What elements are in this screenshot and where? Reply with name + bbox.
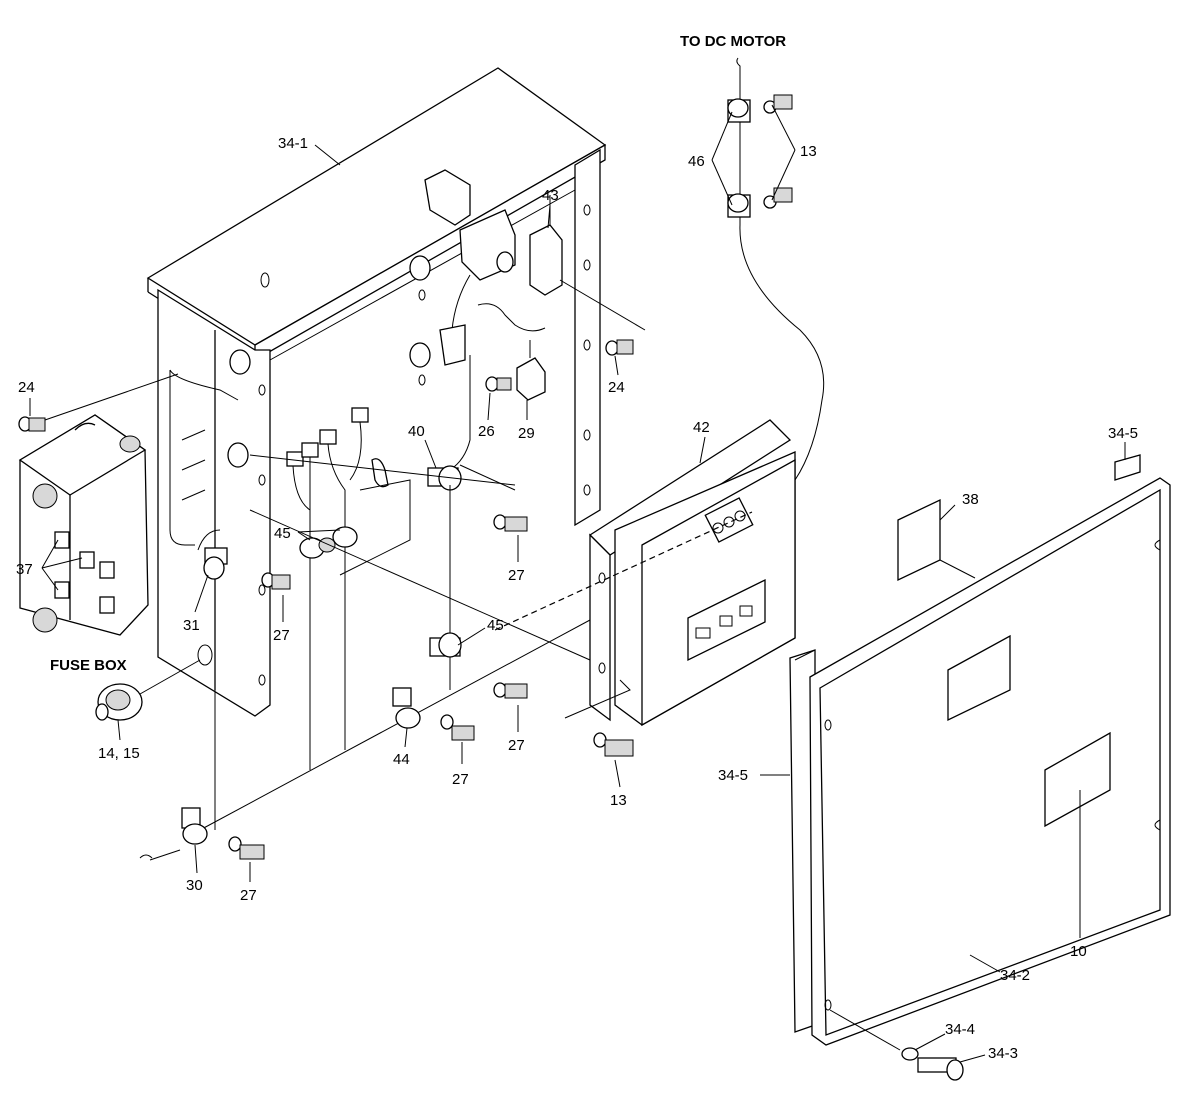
part-45-mid-clamp: [429, 632, 462, 658]
part-31-clamp: [197, 529, 228, 580]
label-27-d: 27: [452, 771, 469, 788]
label-31: 31: [183, 617, 200, 634]
label-43: 43: [542, 187, 559, 204]
label-24-left: 24: [18, 379, 35, 396]
label-27-e: 27: [240, 887, 257, 904]
part-45-grommets: [299, 526, 358, 559]
part-38-label: [897, 498, 976, 582]
label-37: 37: [16, 561, 33, 578]
part-27-bolts: [228, 514, 528, 860]
part-34-2-cover: [809, 477, 1171, 1051]
label-40: 40: [408, 423, 425, 440]
label-fuse-box: FUSE BOX: [50, 657, 127, 674]
label-34-3: 34-3: [988, 1045, 1018, 1062]
leader-lines: [29, 104, 1126, 1063]
dc-motor-wire: [727, 57, 825, 481]
part-44-clamp: [392, 687, 421, 729]
part-24-left-bolt: [18, 373, 179, 432]
label-45-mid: 45: [487, 617, 504, 634]
part-34-3-bolt: [917, 1057, 964, 1081]
part-labels: TO DC MOTOR FUSE BOX 34-1 46 13 43 24 24…: [16, 33, 1138, 1062]
label-34-5-left: 34-5: [718, 767, 748, 784]
part-29-relay: [516, 340, 546, 401]
label-34-2: 34-2: [1000, 967, 1030, 984]
enclosure-box: [146, 67, 607, 717]
label-10: 10: [1070, 943, 1087, 960]
label-27-b: 27: [508, 567, 525, 584]
part-30-clamp: [181, 807, 208, 845]
fuse-box: [18, 414, 149, 636]
part-14-15-switch: [95, 659, 201, 721]
label-44: 44: [393, 751, 410, 768]
motor-relay-bracket: [424, 169, 546, 471]
alignment-dashed-line: [494, 511, 753, 631]
label-26: 26: [478, 423, 495, 440]
label-13-top: 13: [800, 143, 817, 160]
part-24-right-bolt: [605, 339, 634, 356]
label-38: 38: [962, 491, 979, 508]
label-46: 46: [688, 153, 705, 170]
label-34-5-top: 34-5: [1108, 425, 1138, 442]
part-43-relay: [529, 195, 646, 331]
label-45-left: 45: [274, 525, 291, 542]
label-to-dc-motor: TO DC MOTOR: [680, 33, 786, 50]
part-34-5-gasket: [789, 454, 1141, 1033]
label-27-c: 27: [508, 737, 525, 754]
part-34-4-washer: [901, 1047, 919, 1061]
label-34-4: 34-4: [945, 1021, 975, 1038]
label-27-a: 27: [273, 627, 290, 644]
label-34-1: 34-1: [278, 135, 308, 152]
label-14-15: 14, 15: [98, 745, 140, 762]
label-29: 29: [518, 425, 535, 442]
label-13-bottom: 13: [610, 792, 627, 809]
part-40-clamp: [427, 464, 516, 491]
part-42-controller: [564, 419, 796, 727]
label-24-right: 24: [608, 379, 625, 396]
label-30: 30: [186, 877, 203, 894]
part-13-bolt: [593, 732, 634, 757]
part-26-bolt: [485, 376, 512, 392]
label-42: 42: [693, 419, 710, 436]
wire-harness: [249, 407, 516, 770]
